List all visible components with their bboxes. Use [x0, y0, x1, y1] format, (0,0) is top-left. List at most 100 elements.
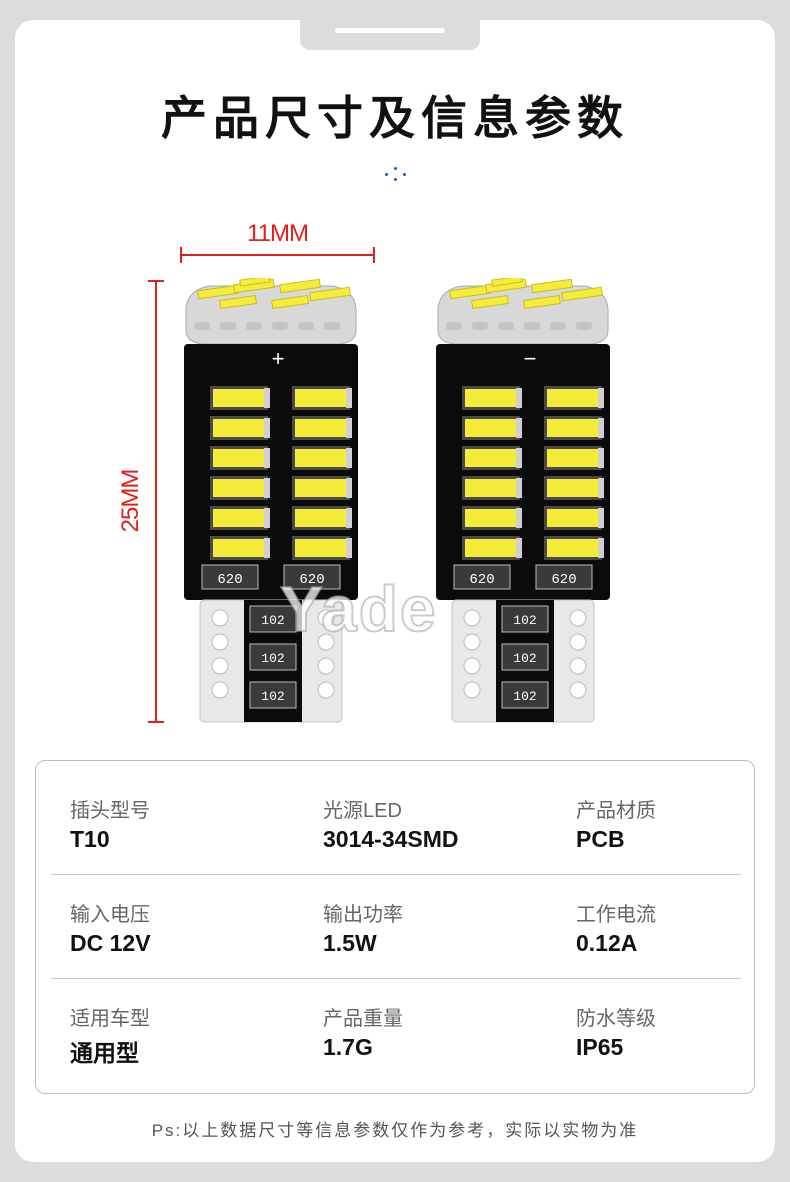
led-pad	[346, 418, 352, 438]
led-pad	[264, 448, 270, 468]
resistor-label: 620	[299, 572, 324, 588]
led-pad	[516, 388, 522, 408]
height-dimension-label: 25MM	[117, 469, 144, 533]
disclaimer-note: Ps:以上数据尺寸等信息参数仅作为参考，实际以实物为准	[151, 1121, 639, 1140]
led-pad	[346, 478, 352, 498]
led-pad	[516, 508, 522, 528]
led-chip	[547, 509, 599, 527]
contact-dot	[317, 633, 335, 651]
led-chip	[295, 509, 347, 527]
spec-value: 通用型	[70, 1040, 139, 1066]
spec-row: 输入电压 DC 12V 输出功率 1.5W 工作电流 0.12A	[36, 865, 754, 969]
led-chip	[213, 539, 265, 557]
led-chip	[465, 539, 517, 557]
led-chip	[547, 419, 599, 437]
led-chip	[239, 278, 271, 287]
led-chip	[523, 294, 561, 310]
contact-dot	[569, 681, 587, 699]
led-chip	[295, 389, 347, 407]
spec-value: PCB	[576, 826, 625, 852]
contact-dot	[463, 609, 481, 627]
height-dimension-line	[148, 280, 164, 723]
spec-value: 1.7G	[323, 1034, 373, 1060]
resistor-label: 102	[261, 651, 284, 666]
led-chip	[309, 286, 351, 302]
led-pad	[346, 538, 352, 558]
led-pad	[598, 448, 604, 468]
led-chip	[271, 294, 309, 310]
led-pad	[346, 388, 352, 408]
led-chip	[213, 509, 265, 527]
led-pad	[598, 508, 604, 528]
lens-ridge	[576, 322, 592, 330]
led-chip	[561, 286, 603, 302]
contact-dot	[463, 633, 481, 651]
spec-divider	[51, 978, 741, 979]
spec-divider	[51, 874, 741, 875]
polarity-symbol: +	[272, 346, 285, 371]
led-pad	[264, 418, 270, 438]
led-pad	[516, 448, 522, 468]
spec-value: 3014-34SMD	[323, 826, 459, 852]
resistor	[201, 564, 259, 590]
spec-label: 适用车型	[70, 1008, 150, 1030]
pcb-board	[184, 344, 358, 600]
spec-value: 0.12A	[576, 930, 638, 956]
spec-label: 工作电流	[576, 904, 656, 926]
led-pad	[516, 538, 522, 558]
led-chip	[465, 479, 517, 497]
led-pad	[264, 508, 270, 528]
spec-value: T10	[70, 826, 110, 852]
led-chip	[547, 479, 599, 497]
pcb-board	[436, 344, 610, 600]
led-chip	[213, 389, 265, 407]
lens-ridge	[472, 322, 488, 330]
spec-label: 光源LED	[323, 800, 402, 822]
led-pad	[598, 388, 604, 408]
resistor-label: 102	[261, 613, 284, 628]
resistor	[453, 564, 511, 590]
led-chip	[471, 294, 509, 310]
contact-dot	[211, 633, 229, 651]
resistor-label: 620	[551, 572, 576, 588]
lens-ridge	[298, 322, 314, 330]
lens-ridge	[524, 322, 540, 330]
led-chip	[547, 539, 599, 557]
width-dimension-line	[180, 247, 375, 263]
led-chip	[465, 449, 517, 467]
spec-label: 输入电压	[70, 904, 150, 926]
spec-row: 插头型号 T10 光源LED 3014-34SMD 产品材质 PCB	[36, 761, 754, 865]
led-pad	[516, 418, 522, 438]
pcb-top	[224, 344, 318, 374]
polarity-symbol: −	[524, 346, 537, 371]
resistor-label: 102	[513, 613, 536, 628]
resistor	[501, 605, 549, 633]
resistor	[501, 681, 549, 709]
led-chip	[279, 278, 321, 294]
contact-dot	[569, 657, 587, 675]
led-pad	[516, 478, 522, 498]
spec-value: 1.5W	[323, 930, 377, 956]
led-chip	[465, 509, 517, 527]
lens-ridge	[272, 322, 288, 330]
led-pad	[598, 538, 604, 558]
spec-row: 适用车型 通用型 产品重量 1.7G 防水等级 IP65	[36, 969, 754, 1073]
led-chip	[491, 278, 523, 287]
lens-ridge	[498, 322, 514, 330]
contact-dot	[317, 609, 335, 627]
resistor	[283, 564, 341, 590]
resistor-label: 620	[217, 572, 242, 588]
lens-ridge	[246, 322, 262, 330]
contact-dot	[317, 657, 335, 675]
contact-dot	[211, 657, 229, 675]
led-chip	[547, 389, 599, 407]
led-pad	[346, 448, 352, 468]
resistor	[535, 564, 593, 590]
led-chip	[295, 449, 347, 467]
notch-bar	[335, 28, 445, 33]
led-chip	[219, 294, 257, 310]
lens-ridge	[194, 322, 210, 330]
